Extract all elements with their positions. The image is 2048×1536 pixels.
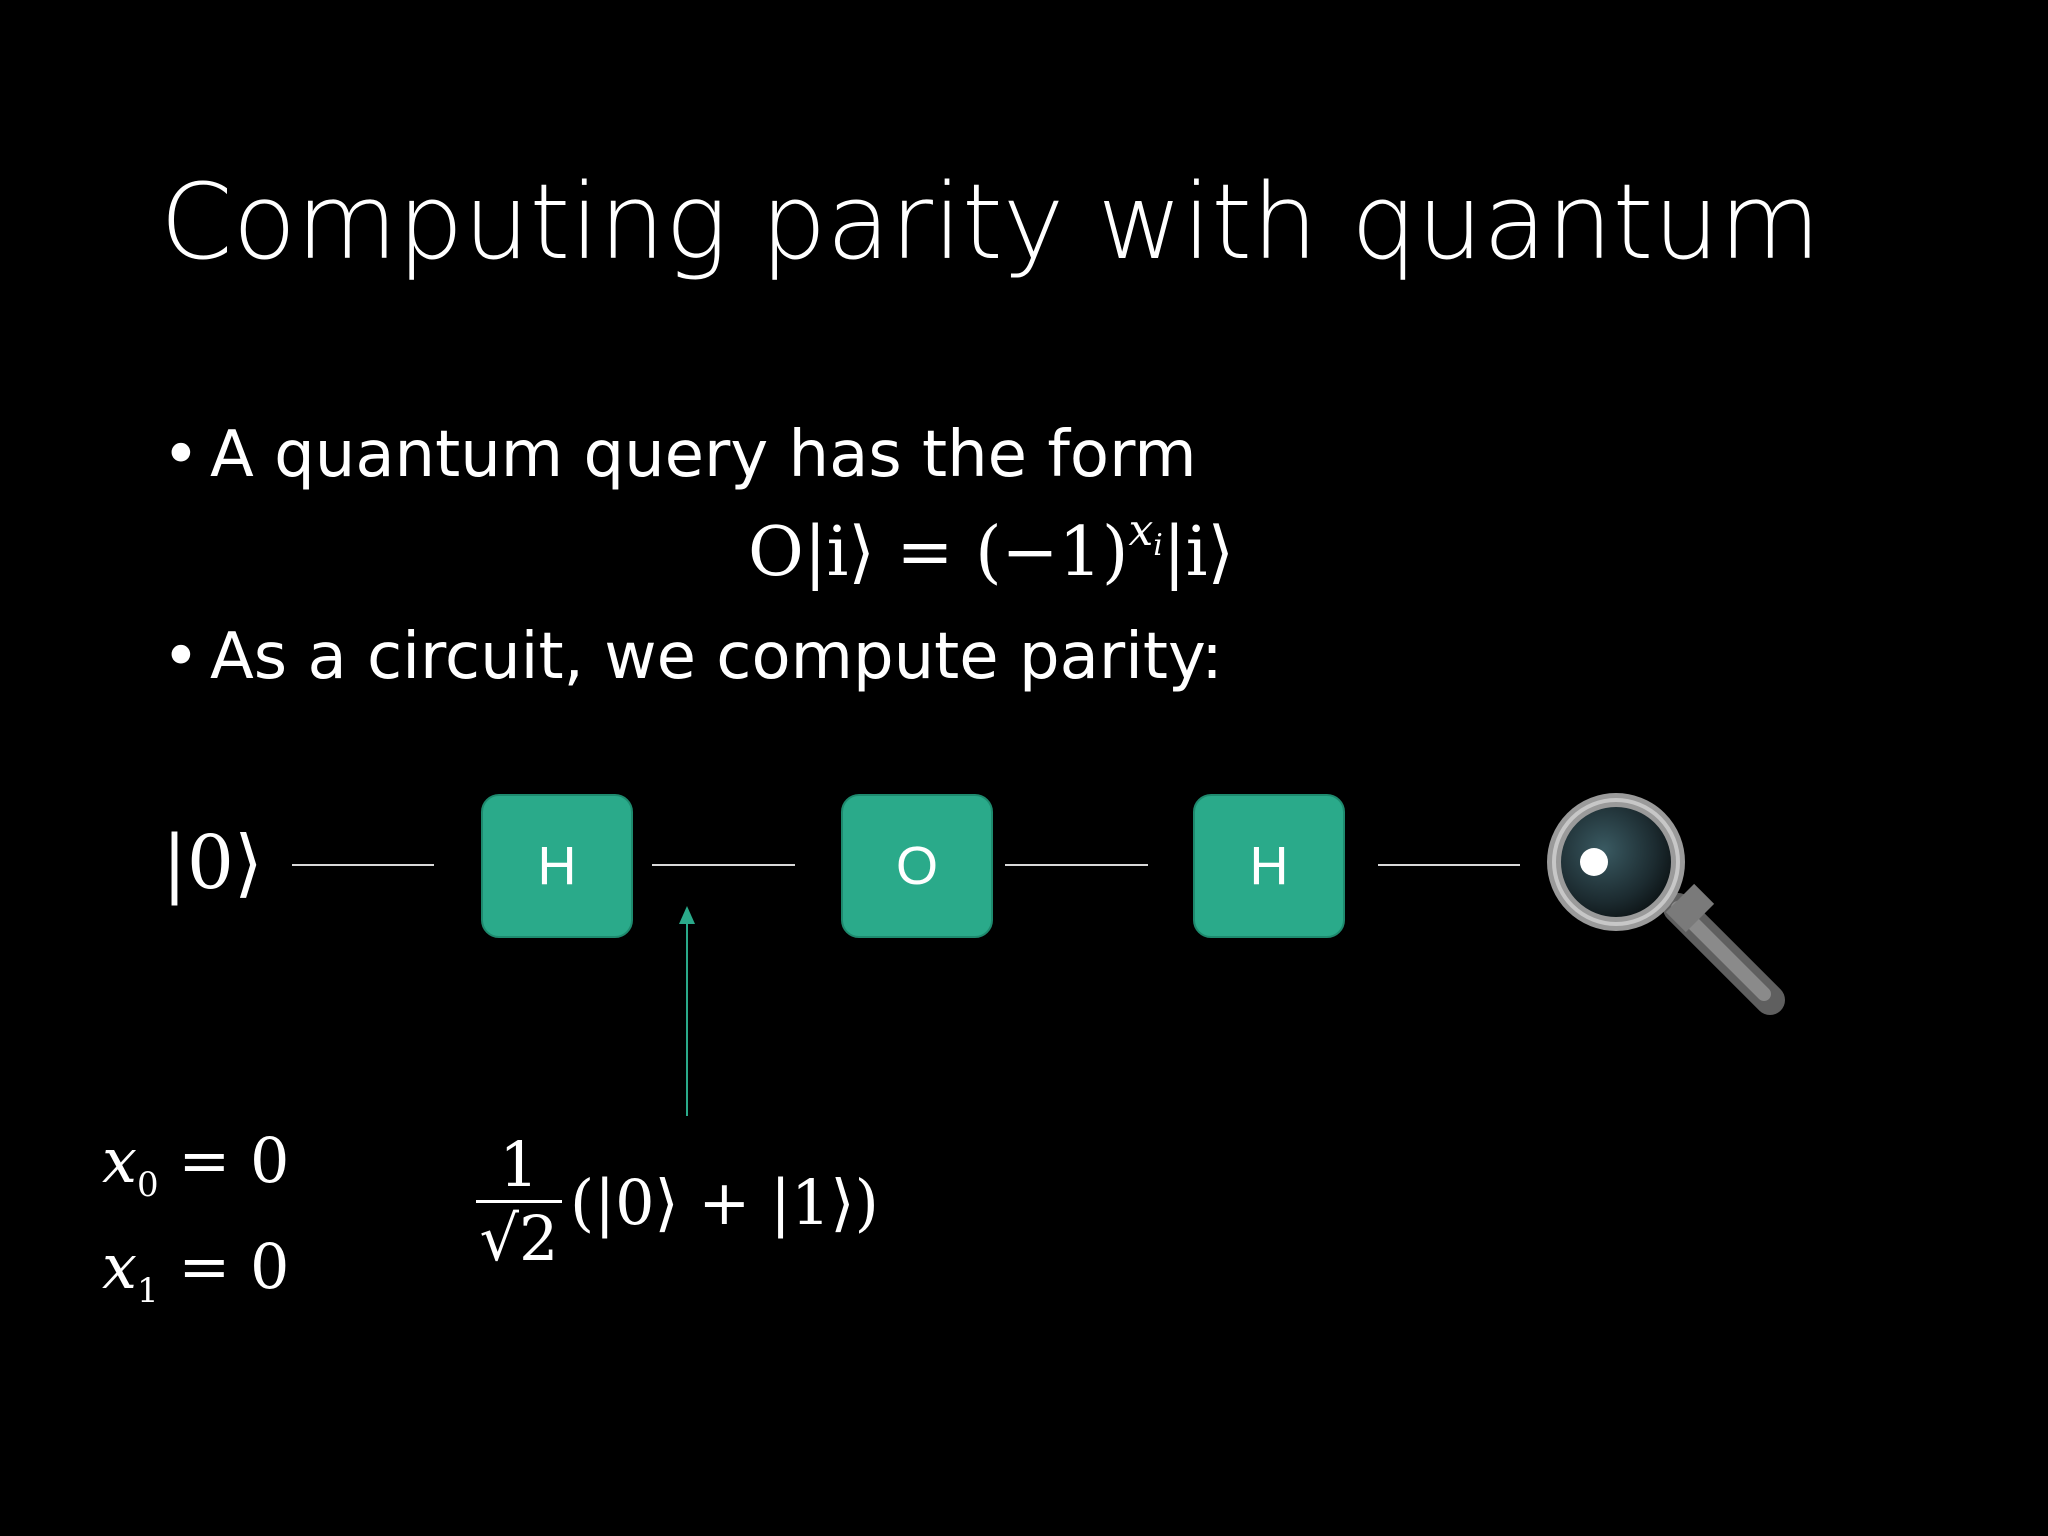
wire-segment: [292, 864, 434, 866]
wire-segment: [1378, 864, 1520, 866]
oracle-exponent: xi: [1128, 505, 1163, 563]
oracle-exponent-sub: i: [1153, 527, 1163, 563]
wire-segment: [652, 864, 795, 866]
x-values: x0 = 0 x1 = 0: [102, 1120, 289, 1332]
bullet-dot: •: [162, 620, 200, 694]
bullet-quantum-query: •A quantum query has the form: [162, 418, 1197, 492]
hadamard-gate-1: H: [481, 794, 633, 938]
superposition-ket: (|0⟩ + |1⟩): [570, 1166, 879, 1239]
arrow-head: [679, 906, 695, 924]
slide-title: Computing parity with quantum: [160, 161, 1821, 283]
oracle-gate: O: [841, 794, 993, 938]
wire-segment: [1005, 864, 1148, 866]
bullet-text: A quantum query has the form: [210, 418, 1197, 492]
bullet-circuit: •As a circuit, we compute parity:: [162, 620, 1223, 694]
normalization-fraction: 1 √2: [476, 1130, 562, 1275]
oracle-formula: O|i⟩ = (−1)xi|i⟩: [748, 505, 1234, 592]
oracle-lhs: O|i⟩ = (−1): [748, 513, 1129, 592]
magnifier-handle: [1663, 883, 1785, 1015]
input-state: |0⟩: [162, 820, 263, 906]
bullet-dot: •: [162, 418, 200, 492]
superposition-state: 1 √2 (|0⟩ + |1⟩): [476, 1130, 879, 1275]
hadamard-gate-2: H: [1193, 794, 1345, 938]
x0-equation: x0 = 0: [102, 1124, 290, 1205]
arrow-pointer: [686, 922, 688, 1116]
x1-equation: x1 = 0: [102, 1230, 290, 1311]
oracle-rhs: |i⟩: [1162, 513, 1235, 592]
bullet-text: As a circuit, we compute parity:: [210, 620, 1223, 694]
lens-glint: [1580, 848, 1608, 876]
magnifier-icon: [1547, 793, 1785, 1015]
